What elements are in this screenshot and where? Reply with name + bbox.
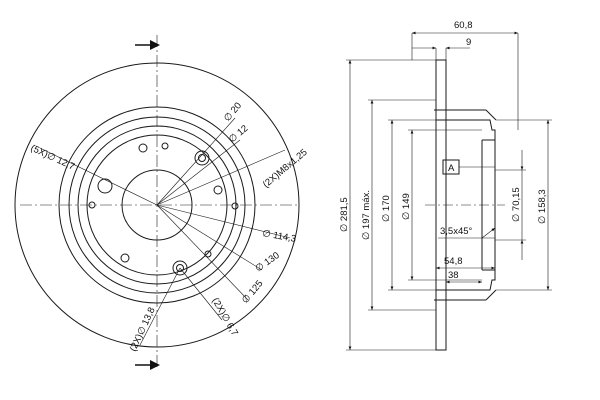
bolt-hole xyxy=(138,143,148,153)
leader-lines xyxy=(39,117,291,346)
bolt-hole xyxy=(213,185,223,195)
label-chamfer: 3,5x45° xyxy=(440,226,473,237)
label-d149: ∅ 149 xyxy=(401,193,412,220)
label-d170: ∅ 170 xyxy=(381,195,392,222)
label-2x-m8: (2X)M8x1,25 xyxy=(261,147,310,190)
label-60-8: 60,8 xyxy=(454,20,473,31)
label-d20: ∅ 20 xyxy=(222,100,244,124)
braking-surface-inner-circle xyxy=(58,106,256,304)
label-d197: ∅ 197 máx. xyxy=(361,190,372,240)
label-d158-3: ∅ 158,3 xyxy=(537,189,548,224)
label-38: 38 xyxy=(448,270,459,281)
label-datum-a: A xyxy=(448,163,455,174)
bolt-hole xyxy=(97,178,113,194)
label-d70-15: ∅ 70,15 xyxy=(511,187,522,222)
mounting-face-circle xyxy=(86,134,228,276)
label-2x-d6-7: (2X)∅ 6,7 xyxy=(209,296,240,338)
outer-rim-circle xyxy=(14,62,300,348)
bolt-hole xyxy=(172,260,188,276)
hat-circle xyxy=(77,125,237,285)
label-54-8: 54,8 xyxy=(444,256,463,267)
center-bore-circle xyxy=(121,169,193,241)
hat-outer-circle xyxy=(68,116,246,294)
bolt-hole xyxy=(194,150,210,166)
label-d130: ∅ 130 xyxy=(253,250,281,274)
label-d281-5: ∅ 281,5 xyxy=(339,197,350,232)
bolt-hole xyxy=(120,253,130,263)
label-d12: ∅ 12 xyxy=(227,123,251,145)
label-9: 9 xyxy=(466,37,471,48)
label-5x-d12-7: (5X)∅ 12,7 xyxy=(29,143,77,173)
section-view: 60,8 9 ∅ 281,5 ∅ 197 máx. ∅ 170 ∅ 149 ∅ … xyxy=(339,20,552,351)
label-d114-3: ∅ 114,3 xyxy=(261,228,296,245)
hat-profile xyxy=(436,119,496,291)
label-d125: ∅ 125 xyxy=(240,278,266,306)
front-view: ∅ 20 ∅ 12 (5X)∅ 12,7 (2X)M8x1,25 ∅ 114,3… xyxy=(14,35,310,370)
